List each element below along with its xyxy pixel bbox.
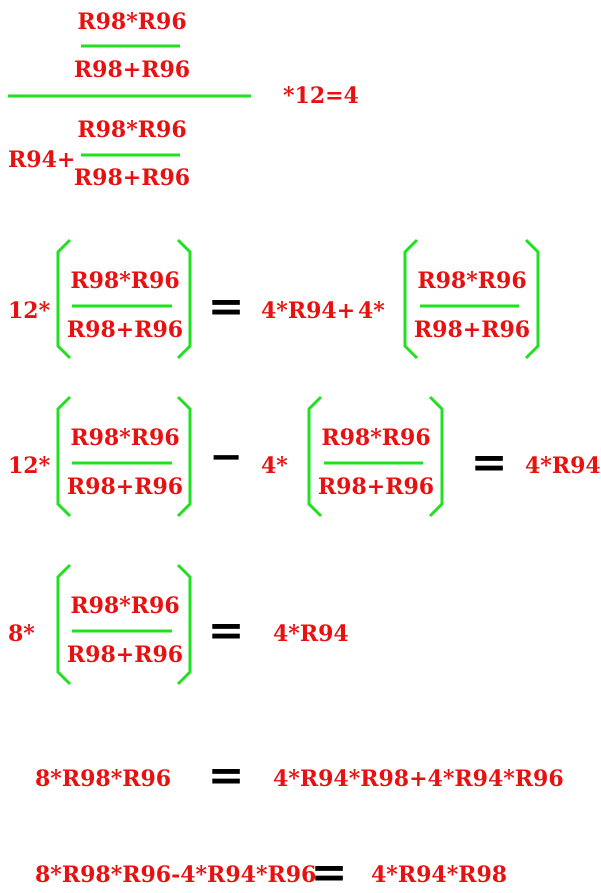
eq6-equals-sign: =	[311, 847, 348, 893]
eq2-coefficient-left: 12*	[8, 298, 51, 324]
eq1-top-denominator: R98+R96	[74, 57, 190, 83]
eq3-left-paren-open	[56, 395, 72, 518]
eq2-coefficient-right: 4*	[358, 298, 385, 324]
equation-1: R98*R96 R98+R96 *12=4 R94+ R98*R96 R98+R…	[8, 9, 359, 191]
equation-5: 8*R98*R96 = 4*R94*R98+4*R94*R96	[35, 750, 564, 801]
eq3-left-paren-close	[176, 395, 192, 518]
eq4-paren-open	[56, 563, 72, 686]
eq2-left-paren-close	[176, 238, 192, 360]
eq5-rhs: 4*R94*R98+4*R94*R96	[273, 766, 564, 792]
eq5-lhs: 8*R98*R96	[35, 766, 171, 792]
equation-2: 12* R98*R96 R98+R96 = 4*R94+ 4* R98*R96 …	[8, 238, 540, 360]
eq3-coefficient-right: 4*	[261, 453, 288, 479]
eq3-coefficient-left: 12*	[8, 453, 51, 479]
eq4-coefficient: 8*	[8, 621, 35, 647]
eq2-rhs-term: 4*R94+	[261, 298, 355, 324]
eq1-rhs: *12=4	[283, 83, 359, 109]
eq2-left-numerator: R98*R96	[70, 268, 179, 294]
eq3-right-paren-open	[307, 395, 323, 518]
equation-3: 12* R98*R96 R98+R96 − 4* R98*R96 R98+R96…	[8, 395, 601, 518]
eq2-right-paren-close	[524, 238, 540, 360]
eq2-equals-sign: =	[208, 281, 245, 332]
eq3-rhs: 4*R94	[525, 453, 601, 479]
eq1-prefix: R94+	[8, 147, 75, 173]
eq5-equals-sign: =	[208, 750, 245, 801]
eq3-minus-sign: −	[209, 433, 243, 480]
eq6-rhs: 4*R94*R98	[371, 862, 507, 888]
eq2-right-denominator: R98+R96	[414, 317, 530, 343]
eq1-top-numerator: R98*R96	[77, 9, 186, 35]
eq4-paren-close	[176, 563, 192, 686]
eq3-right-paren-close	[428, 395, 444, 518]
eq1-bottom-numerator: R98*R96	[77, 117, 186, 143]
eq3-right-denominator: R98+R96	[318, 474, 434, 500]
eq3-left-numerator: R98*R96	[70, 425, 179, 451]
eq2-left-denominator: R98+R96	[67, 317, 183, 343]
eq3-right-numerator: R98*R96	[321, 425, 430, 451]
eq4-numerator: R98*R96	[70, 593, 179, 619]
eq4-rhs: 4*R94	[273, 621, 349, 647]
eq3-left-denominator: R98+R96	[67, 474, 183, 500]
equation-4: 8* R98*R96 R98+R96 = 4*R94	[8, 563, 349, 686]
eq4-denominator: R98+R96	[67, 642, 183, 668]
eq4-equals-sign: =	[208, 605, 245, 656]
eq2-left-paren-open	[56, 238, 72, 360]
eq6-lhs: 8*R98*R96-4*R94*R96	[35, 862, 316, 888]
eq1-bottom-denominator: R98+R96	[74, 165, 190, 191]
equation-6: 8*R98*R96-4*R94*R96 = 4*R94*R98	[35, 847, 507, 893]
eq2-right-numerator: R98*R96	[417, 268, 526, 294]
eq2-right-paren-open	[403, 238, 419, 360]
eq3-equals-sign: =	[471, 437, 508, 488]
